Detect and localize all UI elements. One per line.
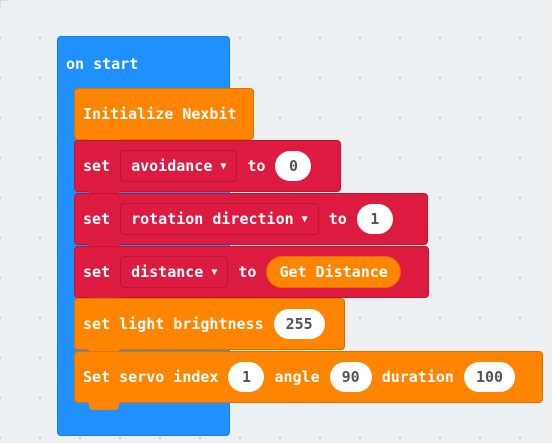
set-distance-block[interactable]: set distance ▼ to Get Distance (74, 246, 429, 305)
initialize-nexbit-label: Initialize Nexbit (83, 105, 237, 123)
set-servo-label: Set servo index (83, 368, 219, 386)
chevron-down-icon: ▼ (220, 160, 227, 172)
variable-dropdown[interactable]: distance ▼ (120, 256, 229, 288)
to-label: to (247, 157, 266, 175)
on-start-label: on start (66, 55, 139, 73)
get-distance-reporter[interactable]: Get Distance (266, 256, 401, 288)
set-servo-block[interactable]: Set servo index 1 angle 90 duration 100 (74, 351, 543, 410)
set-avoidance-block[interactable]: set avoidance ▼ to 0 (74, 140, 341, 199)
set-light-brightness-block[interactable]: set light brightness 255 (74, 298, 345, 357)
variable-name: avoidance (131, 157, 213, 175)
set-label: set (83, 263, 111, 281)
set-label: set (83, 157, 111, 175)
angle-label: angle (274, 368, 320, 386)
brightness-input[interactable]: 255 (273, 309, 325, 339)
set-rotation-direction-block[interactable]: set rotation direction ▼ to 1 (74, 193, 428, 252)
duration-label: duration (381, 368, 454, 386)
variable-name: rotation direction (131, 210, 294, 228)
angle-input[interactable]: 90 (329, 362, 372, 392)
duration-input[interactable]: 100 (463, 362, 516, 392)
set-label: set (83, 210, 111, 228)
value-input[interactable]: 1 (356, 204, 393, 234)
to-label: to (328, 210, 347, 228)
variable-dropdown[interactable]: rotation direction ▼ (120, 203, 319, 235)
chevron-down-icon: ▼ (301, 213, 308, 225)
chevron-down-icon: ▼ (211, 266, 218, 278)
variable-name: distance (131, 263, 204, 281)
set-light-brightness-label: set light brightness (83, 315, 264, 333)
variable-dropdown[interactable]: avoidance ▼ (120, 150, 238, 182)
initialize-nexbit-block[interactable]: Initialize Nexbit (74, 88, 254, 147)
value-input[interactable]: 0 (275, 151, 312, 181)
to-label: to (238, 263, 257, 281)
servo-index-input[interactable]: 1 (228, 362, 265, 392)
